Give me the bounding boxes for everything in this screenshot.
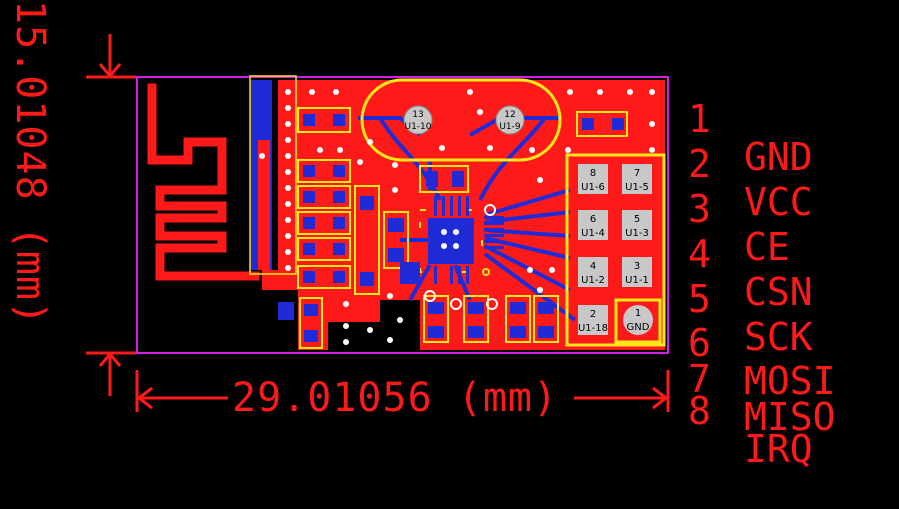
pin-number: 1 [688, 97, 711, 141]
crystal-pad-12-label: U1-9 [499, 122, 521, 132]
rf-chip-outline [419, 209, 483, 273]
pad-4-number: 4 [590, 261, 596, 272]
pad-6-label: U1-4 [581, 228, 605, 239]
pin-name: VCC [744, 180, 813, 224]
pin-row-8: 8 IRQ [688, 354, 813, 506]
pad-4-label: U1-2 [581, 275, 605, 286]
pin-row-4: 4 CSN [688, 197, 813, 349]
crystal-pad-12-number: 12 [504, 110, 515, 120]
pcb-diagram: 13 U1-10 12 U1-9 [86, 34, 670, 412]
header-pad-5: 5 U1-3 [622, 210, 652, 240]
pad-7-number: 7 [634, 168, 640, 179]
height-dimension: 15.01048 (mm) [0, 0, 60, 330]
chip-thermal-vias [441, 229, 459, 249]
pin-row-6: 6 MOSI [688, 286, 836, 438]
pad-2-number: 2 [590, 309, 596, 320]
crystal-pad-13-label: U1-10 [404, 122, 431, 132]
crystal-pad-12: 12 U1-9 [495, 105, 525, 135]
crystal-pad-13-number: 13 [412, 110, 423, 120]
pin-name: GND [744, 135, 813, 179]
width-dimension-arrows [135, 370, 670, 412]
pad-2-label: U1-18 [578, 323, 608, 334]
antenna-feed-outline [249, 75, 297, 275]
pad-1-number: 1 [635, 308, 641, 319]
pin-name: IRQ [744, 427, 813, 471]
pad-1-label: GND [627, 322, 650, 333]
antenna-trace [147, 83, 260, 281]
pin-number: 3 [688, 187, 711, 231]
board-outline [136, 76, 669, 354]
pin-row-1: 1 GND [688, 62, 813, 214]
pin-row-2: 2 VCC [688, 107, 813, 259]
header-pad-4: 4 U1-2 [578, 257, 608, 287]
pin-row-7: 7 MISO [688, 322, 836, 474]
height-dimension-arrows [86, 34, 136, 396]
pad-8-number: 8 [590, 168, 596, 179]
antenna-feed-copper [258, 140, 270, 270]
pin-name: MOSI [744, 359, 836, 403]
header-pad-7: 7 U1-5 [622, 164, 652, 194]
rf-chip-pins [434, 196, 504, 284]
pin-number: 4 [688, 232, 711, 276]
smd-components-left [297, 107, 628, 349]
pad-8-label: U1-6 [581, 182, 605, 193]
width-dimension-label: 29.01056 (mm) [232, 375, 559, 421]
header-pad-2: 2 U1-18 [578, 305, 608, 335]
pin-name: SCK [744, 315, 813, 359]
header-pin1-outline [614, 298, 662, 344]
header-outline [565, 153, 666, 347]
pad-7-label: U1-5 [625, 182, 649, 193]
pad-3-number: 3 [634, 261, 640, 272]
vias [259, 89, 655, 345]
rf-chip-body [428, 218, 474, 264]
pin-number: 8 [688, 389, 711, 433]
pin-number: 7 [688, 357, 711, 401]
pad-5-label: U1-3 [625, 228, 649, 239]
pin-row-5: 5 SCK [688, 242, 813, 394]
smd-pads-blue [278, 114, 624, 342]
pin-number: 6 [688, 321, 711, 365]
pinout-legend: 1 GND 2 VCC 3 CE 4 CSN 5 SCK 6 MOSI 7 MI… [688, 62, 898, 468]
header-pad-6: 6 U1-4 [578, 210, 608, 240]
pin-name: CSN [744, 270, 813, 314]
header-pad-8: 8 U1-6 [578, 164, 608, 194]
height-dimension-label: 15.01048 (mm) [7, 0, 53, 327]
pad-6-number: 6 [590, 214, 596, 225]
header-pad-3: 3 U1-1 [622, 257, 652, 287]
pin-number: 5 [688, 277, 711, 321]
pin-number: 2 [688, 142, 711, 186]
pin-row-3: 3 CE [688, 152, 790, 304]
header-pad-1: 1 GND [623, 305, 653, 335]
crystal-pad-13: 13 U1-10 [403, 105, 433, 135]
crystal-outline [360, 78, 562, 162]
pad-5-number: 5 [634, 214, 640, 225]
pin-name: MISO [744, 395, 836, 439]
pin-name: CE [744, 225, 790, 269]
blue-traces [358, 116, 577, 322]
pad-3-label: U1-1 [625, 275, 649, 286]
